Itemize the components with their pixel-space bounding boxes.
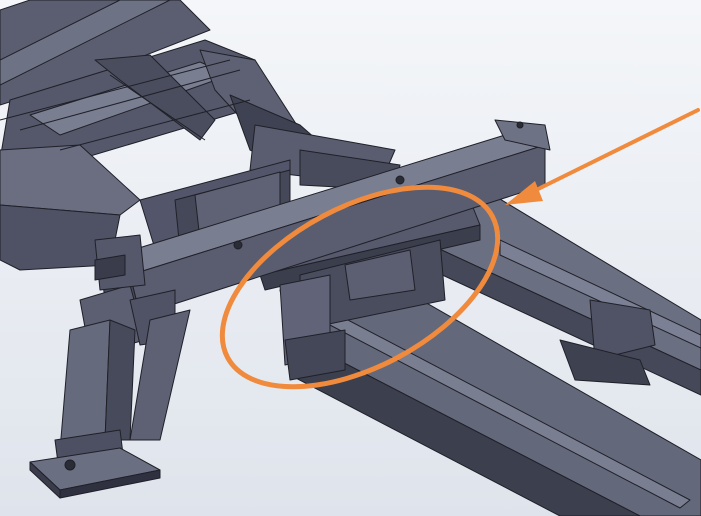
arrow-icon [505,108,700,205]
landing-leg [29,234,191,499]
highlight-ellipse [219,184,501,390]
upper-frame [0,0,401,271]
